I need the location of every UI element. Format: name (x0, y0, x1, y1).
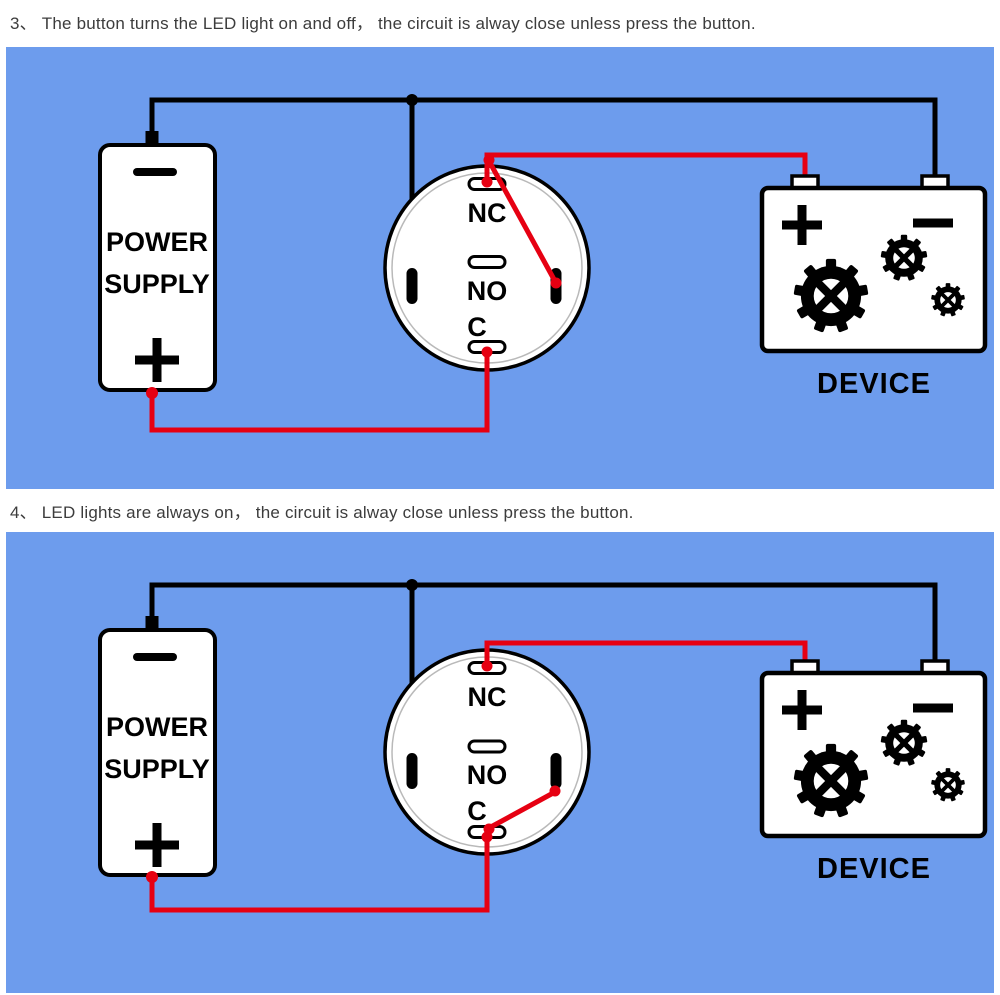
nc-label: NC (468, 198, 507, 228)
power-supply-label-line2: SUPPLY (104, 269, 210, 299)
power-supply: POWER SUPPLY (98, 616, 217, 877)
push-button: NC NO C (383, 648, 591, 856)
power-supply-top-terminal (145, 616, 159, 631)
no-label: NO (467, 760, 508, 790)
power-supply: POWER SUPPLY (98, 131, 217, 392)
wiring-diagram-panel-2: POWER SUPPLY NC NO C (6, 532, 994, 993)
device: DEVICE (759, 174, 988, 400)
left-pin (406, 753, 418, 789)
nc-label: NC (468, 682, 507, 712)
no-terminal (467, 255, 507, 269)
left-pin (406, 268, 418, 304)
no-label: NO (467, 276, 508, 306)
plus-symbol (135, 338, 179, 382)
plus-symbol (135, 823, 179, 867)
minus-symbol (133, 653, 177, 661)
device: DEVICE (759, 659, 988, 885)
power-supply-label-line2: SUPPLY (104, 754, 210, 784)
no-terminal (467, 739, 507, 754)
device-plus-symbol (782, 205, 822, 245)
red-wires (149, 152, 808, 433)
power-supply-label-line1: POWER (106, 712, 208, 742)
power-supply-top-terminal (145, 131, 159, 146)
red-wires (149, 640, 808, 913)
minus-symbol (133, 168, 177, 176)
device-label: DEVICE (817, 368, 931, 400)
right-pin (550, 753, 562, 789)
push-button: NC NO C (383, 164, 591, 372)
caption-item-4: 4、 LED lights are always on， the circuit… (10, 503, 634, 522)
device-plus-symbol (782, 690, 822, 730)
caption-item-3: 3、 The button turns the LED light on and… (10, 14, 756, 33)
c-label: C (467, 796, 487, 826)
device-label: DEVICE (817, 853, 931, 885)
c-label: C (467, 312, 487, 342)
power-supply-label-line1: POWER (106, 227, 208, 257)
wiring-diagram-panel-1: POWER SUPPLY NC NO C (6, 47, 994, 489)
